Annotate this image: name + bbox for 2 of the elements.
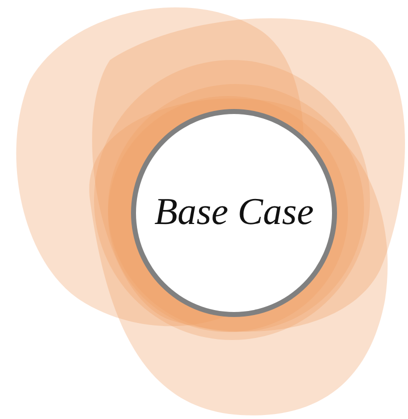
circle-node <box>131 109 337 317</box>
node-label: Base Case <box>154 191 314 235</box>
